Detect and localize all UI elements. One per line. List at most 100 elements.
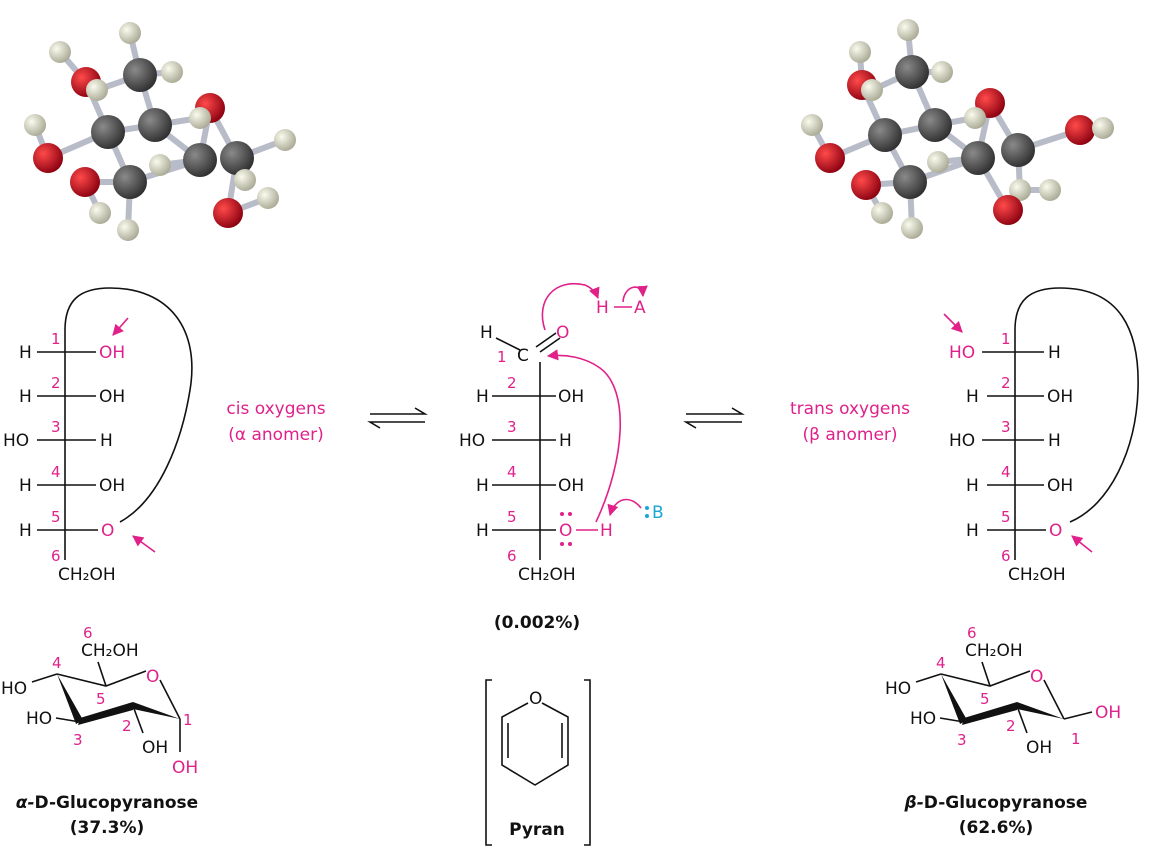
equilibrium-arrows-icon: [367, 407, 428, 429]
alpha-c1-right: OH: [99, 343, 125, 363]
c6-group: CH₂OH: [518, 565, 576, 585]
pyran-oxygen: O: [529, 689, 542, 709]
number-4: 4: [52, 654, 62, 672]
beta-c3-left: HO: [949, 431, 975, 451]
anomeric-hydroxyl: OH: [1095, 703, 1121, 723]
oxygen-atom: [33, 143, 63, 173]
c2-left: H: [476, 387, 489, 407]
pointer-arrow-icon: [943, 313, 963, 333]
alpha-c4-right: OH: [99, 476, 125, 496]
hydrogen-atom: [117, 219, 139, 241]
c4-left: H: [476, 476, 489, 496]
beta-c4-left: H: [966, 476, 979, 496]
beta-c2-right: OH: [1047, 387, 1073, 407]
ch2oh-label: CH₂OH: [965, 641, 1023, 661]
beta-c3-right: H: [1048, 431, 1061, 451]
pyran-structure: O Pyran: [485, 679, 591, 846]
beta-c1-right: H: [1048, 343, 1061, 363]
lone-pair-dots-icon: [560, 512, 572, 546]
carbon-atom: [895, 55, 929, 89]
hydrogen-atom: [49, 41, 71, 63]
number-4: 4: [1001, 463, 1011, 481]
carbon-atom: [220, 141, 254, 175]
number-5: 5: [96, 690, 106, 708]
alpha-c4-left: H: [19, 476, 32, 496]
hydrogen-atom: [1092, 117, 1114, 139]
hydrogen-atom: [901, 217, 923, 239]
carbon-atom: [868, 118, 902, 152]
c4-hydroxyl: HO: [1, 679, 27, 699]
carbon-atom: [918, 108, 952, 142]
beta-fischer-projection: HO H HO H H H OH H OH O CH₂OH 1 2 3 4 5 …: [943, 287, 1139, 585]
number-3: 3: [957, 731, 967, 749]
number-5: 5: [1001, 508, 1011, 526]
carbon-atom: [1001, 133, 1035, 167]
open-chain-fischer-projection: H C O 1 2 3 4 5 6 H HO H H OH H OH O H C…: [459, 282, 664, 633]
oxygen-atom: [815, 143, 845, 173]
hydrogen-atom: [1009, 179, 1031, 201]
carbon-atom: [138, 108, 172, 142]
c2-hydroxyl: OH: [142, 738, 168, 758]
alpha-c2-left: H: [19, 387, 32, 407]
hydrogen-atom: [89, 202, 111, 224]
curved-arrow-icon: [541, 282, 600, 331]
carbon-atom: [91, 115, 125, 149]
base-lone-pair-icon: [645, 506, 649, 518]
carbon-atom: [893, 165, 927, 199]
carbon-atom: [123, 58, 157, 92]
c3-left: HO: [459, 431, 485, 451]
hydrogen-atom: [24, 114, 46, 136]
hydroxyl-hydrogen: H: [600, 521, 613, 541]
alpha-ring-oxygen: O: [101, 521, 114, 541]
equilibrium-arrows-icon: [683, 407, 745, 429]
alpha-name: α-D-Glucopyranose: [16, 793, 198, 813]
carbonyl-oxygen: O: [556, 323, 569, 343]
number-5: 5: [507, 508, 517, 526]
number-3: 3: [51, 418, 61, 436]
c3-hydroxyl: HO: [910, 709, 936, 729]
beta-c6-group: CH₂OH: [1008, 565, 1066, 585]
alpha-ball-and-stick-model: [24, 22, 296, 241]
number-2: 2: [1006, 717, 1016, 735]
beta-ring-oxygen: O: [1049, 521, 1062, 541]
beta-caption-line2: (β anomer): [802, 425, 897, 445]
number-2: 2: [122, 717, 132, 735]
ring-oxygen: O: [146, 667, 159, 687]
oxygen-atom: [851, 170, 881, 200]
carbon-atom: [961, 141, 995, 175]
number-1: 1: [1001, 330, 1011, 348]
alpha-c2-right: OH: [99, 387, 125, 407]
pointer-arrow-icon: [132, 535, 156, 553]
beta-chair-structure: CH₂OH O HO HO OH OH 1 2 3 4 5 6 β-D-Gluc…: [885, 624, 1121, 838]
hydrogen-atom: [257, 187, 279, 209]
number-1: 1: [183, 711, 193, 729]
alpha-fischer-projection: H H HO H H OH OH H OH O CH₂OH 1 2 3 4 5 …: [3, 287, 193, 585]
curved-arrow-icon: [607, 498, 642, 517]
c2-hydroxyl: OH: [1026, 738, 1052, 758]
number-4: 4: [51, 463, 61, 481]
number-6: 6: [51, 547, 61, 565]
c5-oxygen: O: [559, 521, 572, 541]
number-6: 6: [83, 624, 93, 642]
alpha-caption-line1: cis oxygens: [226, 399, 325, 419]
hydrogen-atom: [861, 79, 883, 101]
hydrogen-atom: [927, 151, 949, 173]
number-1: 1: [51, 330, 61, 348]
number-3: 3: [1001, 418, 1011, 436]
hydrogen-atom: [86, 79, 108, 101]
beta-percent: (62.6%): [959, 818, 1034, 838]
number-6: 6: [967, 624, 977, 642]
oxygen-atom: [993, 195, 1023, 225]
beta-c5-left: H: [966, 521, 979, 541]
anomeric-hydroxyl: OH: [172, 758, 198, 778]
c1-carbon: C: [517, 346, 529, 366]
number-5: 5: [980, 690, 990, 708]
beta-c2-left: H: [966, 387, 979, 407]
curved-arrow-icon: [622, 285, 648, 303]
c3-right: H: [559, 431, 572, 451]
hydrogen-atom: [1039, 179, 1061, 201]
alpha-c3-right: H: [100, 431, 113, 451]
c2-right: OH: [558, 387, 584, 407]
number-2: 2: [507, 374, 517, 392]
pointer-arrow-icon: [1071, 535, 1093, 553]
